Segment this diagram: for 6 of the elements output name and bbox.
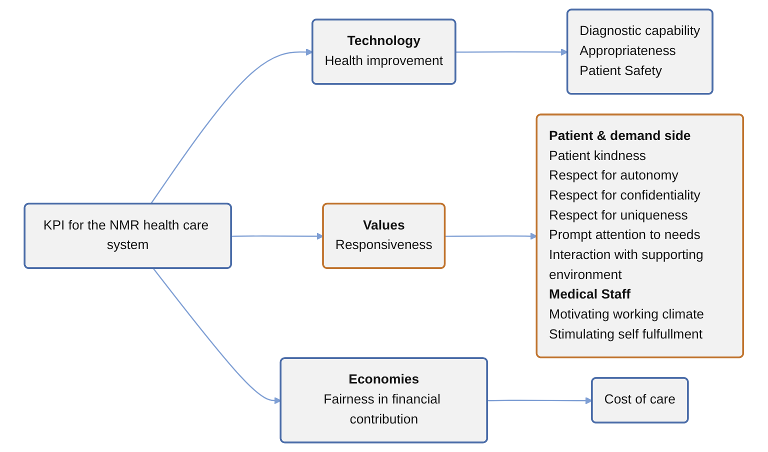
arrow bbox=[232, 232, 324, 240]
arrow bbox=[488, 397, 593, 404]
arrow bbox=[445, 232, 538, 240]
arrow bbox=[152, 268, 282, 404]
arrow bbox=[456, 48, 568, 56]
arrow bbox=[150, 48, 314, 204]
